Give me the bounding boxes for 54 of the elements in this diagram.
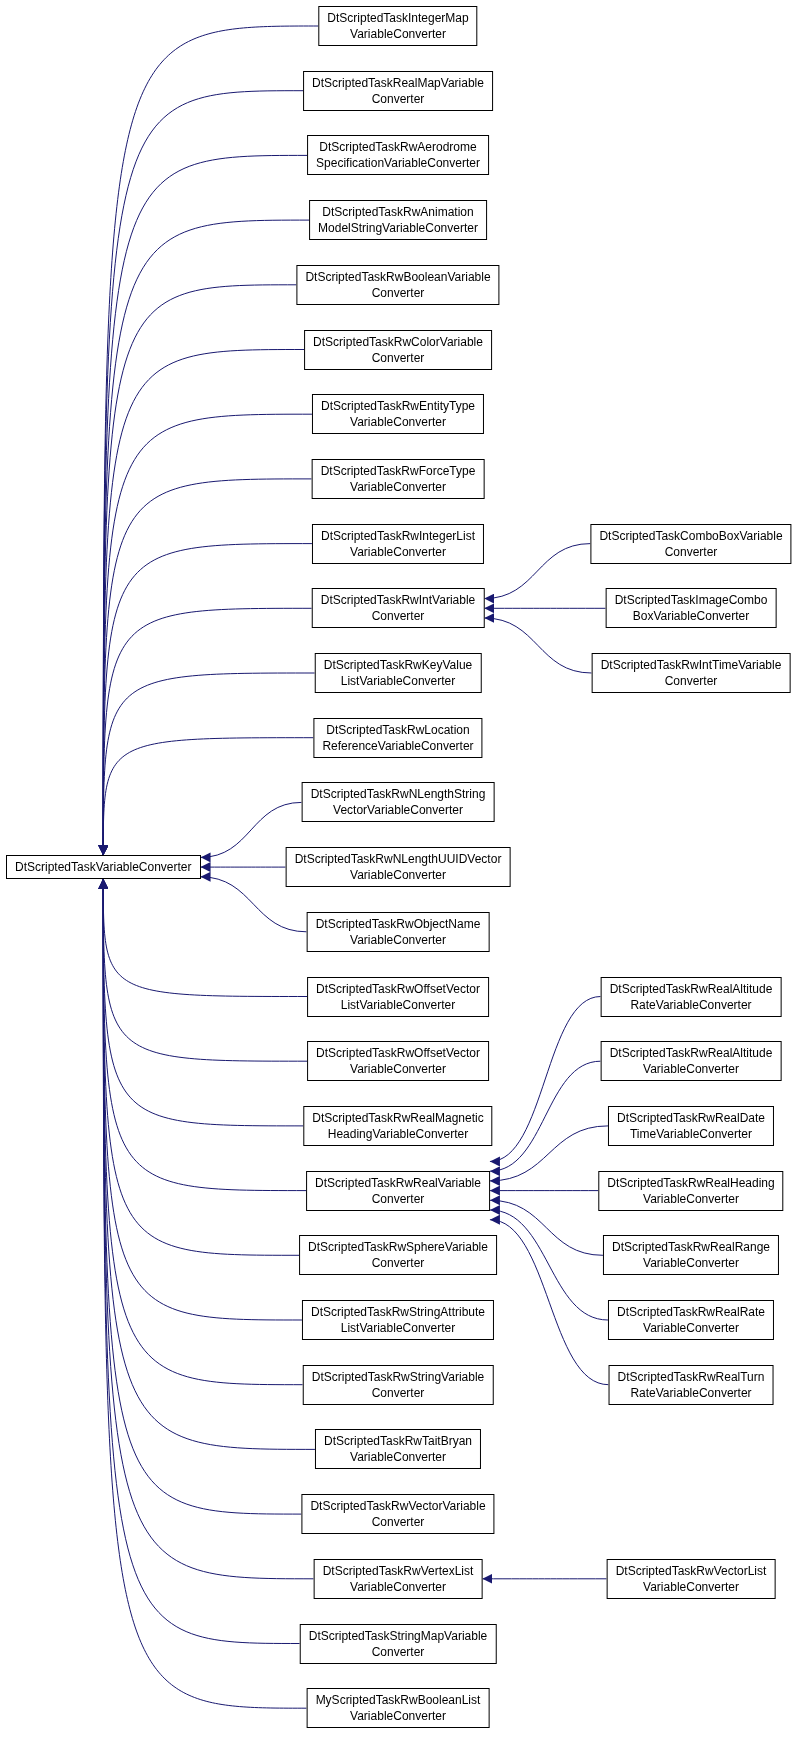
inheritance-arrow — [489, 1206, 609, 1321]
class-box: DtScriptedTaskComboBoxVariable Converter — [590, 523, 792, 564]
class-box: DtScriptedTaskRwColorVariable Converter — [304, 329, 492, 370]
inheritance-arrow — [98, 737, 314, 856]
class-box: DtScriptedTaskRwForceType VariableConverter — [311, 458, 485, 499]
class-box: DtScriptedTaskRwSphereVariable Converter — [299, 1235, 497, 1276]
class-box: DtScriptedTaskRwLocation ReferenceVariableConverter — [313, 717, 483, 758]
inheritance-arrow — [483, 543, 591, 603]
inheritance-arrow — [481, 1573, 608, 1584]
class-box: DtScriptedTaskRwNLengthString VectorVariableConverter — [301, 782, 495, 823]
class-box: DtScriptedTaskRwRealDate TimeVariableConverter — [607, 1105, 775, 1146]
class-box: DtScriptedTaskRwNLengthUUIDVector VariableConverter — [285, 847, 511, 888]
class-box: MyScriptedTaskRwBooleanList VariableConverter — [306, 1688, 490, 1729]
class-box: DtScriptedTaskRwRealVariable Converter — [306, 1170, 490, 1211]
inheritance-arrow — [200, 801, 303, 862]
class-box: DtScriptedTaskRwIntVariable Converter — [311, 588, 485, 629]
inheritance-arrow — [489, 1196, 604, 1256]
class-box: DtScriptedTaskRwIntTimeVariable Converter — [591, 653, 791, 693]
inheritance-arrow — [489, 1060, 602, 1175]
inheritance-arrow — [200, 862, 287, 873]
class-box: DtScriptedTaskRealMapVariable Converter — [303, 70, 493, 111]
class-box: DtScriptedTaskRwRealRange VariableConverter — [602, 1235, 780, 1276]
class-box: DtScriptedTaskRwEntityType VariableConverter — [311, 394, 485, 435]
class-box: DtScriptedTaskRwRealRate VariableConverter — [607, 1300, 775, 1340]
class-box: DtScriptedTaskRwKeyValue ListVariableConverter — [314, 653, 482, 693]
inheritance-arrow — [483, 613, 593, 674]
class-box: DtScriptedTaskRwStringVariable Converter — [302, 1364, 494, 1405]
class-box: DtScriptedTaskRwVectorList VariableConverter — [606, 1558, 776, 1599]
class-box: DtScriptedTaskRwOffsetVector VariableConverter — [307, 1041, 489, 1082]
class-box: DtScriptedTaskImageCombo BoxVariableConverter — [605, 588, 777, 629]
class-box: DtScriptedTaskRwRealMagnetic HeadingVariableConverter — [303, 1105, 493, 1146]
class-box: DtScriptedTaskRwRealHeading VariableConverter — [598, 1170, 784, 1211]
inheritance-arrow — [489, 1185, 599, 1196]
class-box: DtScriptedTaskRwAerodrome SpecificationVariableConverter — [307, 135, 489, 176]
class-box: DtScriptedTaskRwRealTurn RateVariableConverter — [608, 1364, 774, 1405]
class-box: DtScriptedTaskRwRealAltitude VariableConverter — [600, 1041, 782, 1082]
class-box: DtScriptedTaskRwBooleanVariable Converter — [296, 264, 500, 305]
inheritance-arrow — [489, 1217, 610, 1386]
inheritance-arrow — [200, 872, 308, 933]
class-box: DtScriptedTaskRwTaitBryan VariableConverter — [314, 1429, 482, 1470]
class-box: DtScriptedTaskRwStringAttribute ListVariableConverter — [301, 1300, 495, 1340]
class-box: DtScriptedTaskRwAnimation ModelStringVariableConverter — [309, 200, 487, 241]
class-box: DtScriptedTaskRwOffsetVector ListVariableConverter — [307, 976, 489, 1017]
class-box: DtScriptedTaskIntegerMap VariableConverter — [318, 6, 478, 46]
class-box: DtScriptedTaskRwVectorVariable Converter — [301, 1494, 495, 1535]
class-box: DtScriptedTaskRwRealAltitude RateVariableConverter — [600, 976, 782, 1017]
class-box: DtScriptedTaskVariableConverter — [6, 855, 201, 880]
class-box: DtScriptedTaskRwIntegerList VariableConverter — [311, 523, 485, 564]
inheritance-arrow — [483, 603, 607, 614]
class-box: DtScriptedTaskStringMapVariable Converter — [299, 1623, 497, 1664]
class-box: DtScriptedTaskRwObjectName VariableConverter — [306, 911, 490, 952]
inheritance-arrow — [489, 1125, 609, 1186]
class-box: DtScriptedTaskRwVertexList VariableConverter — [313, 1558, 483, 1599]
inheritance-arrow — [489, 996, 602, 1164]
